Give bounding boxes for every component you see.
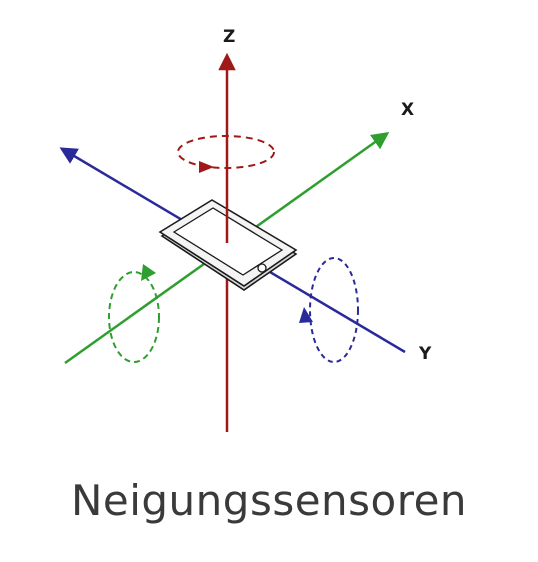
y-axis-label: Y (418, 344, 432, 364)
z-axis-label: Z (223, 27, 235, 47)
x-rotation-indicator (108, 271, 160, 363)
z-rotation-arrow (199, 161, 214, 173)
y-rotation-indicator (309, 257, 359, 363)
diagram-caption: Neigungssensoren (70, 476, 468, 525)
x-axis-label: X (401, 100, 414, 120)
z-rotation-indicator (177, 135, 275, 169)
x-rotation-arrow (141, 264, 156, 281)
y-rotation-arrow (299, 307, 313, 323)
